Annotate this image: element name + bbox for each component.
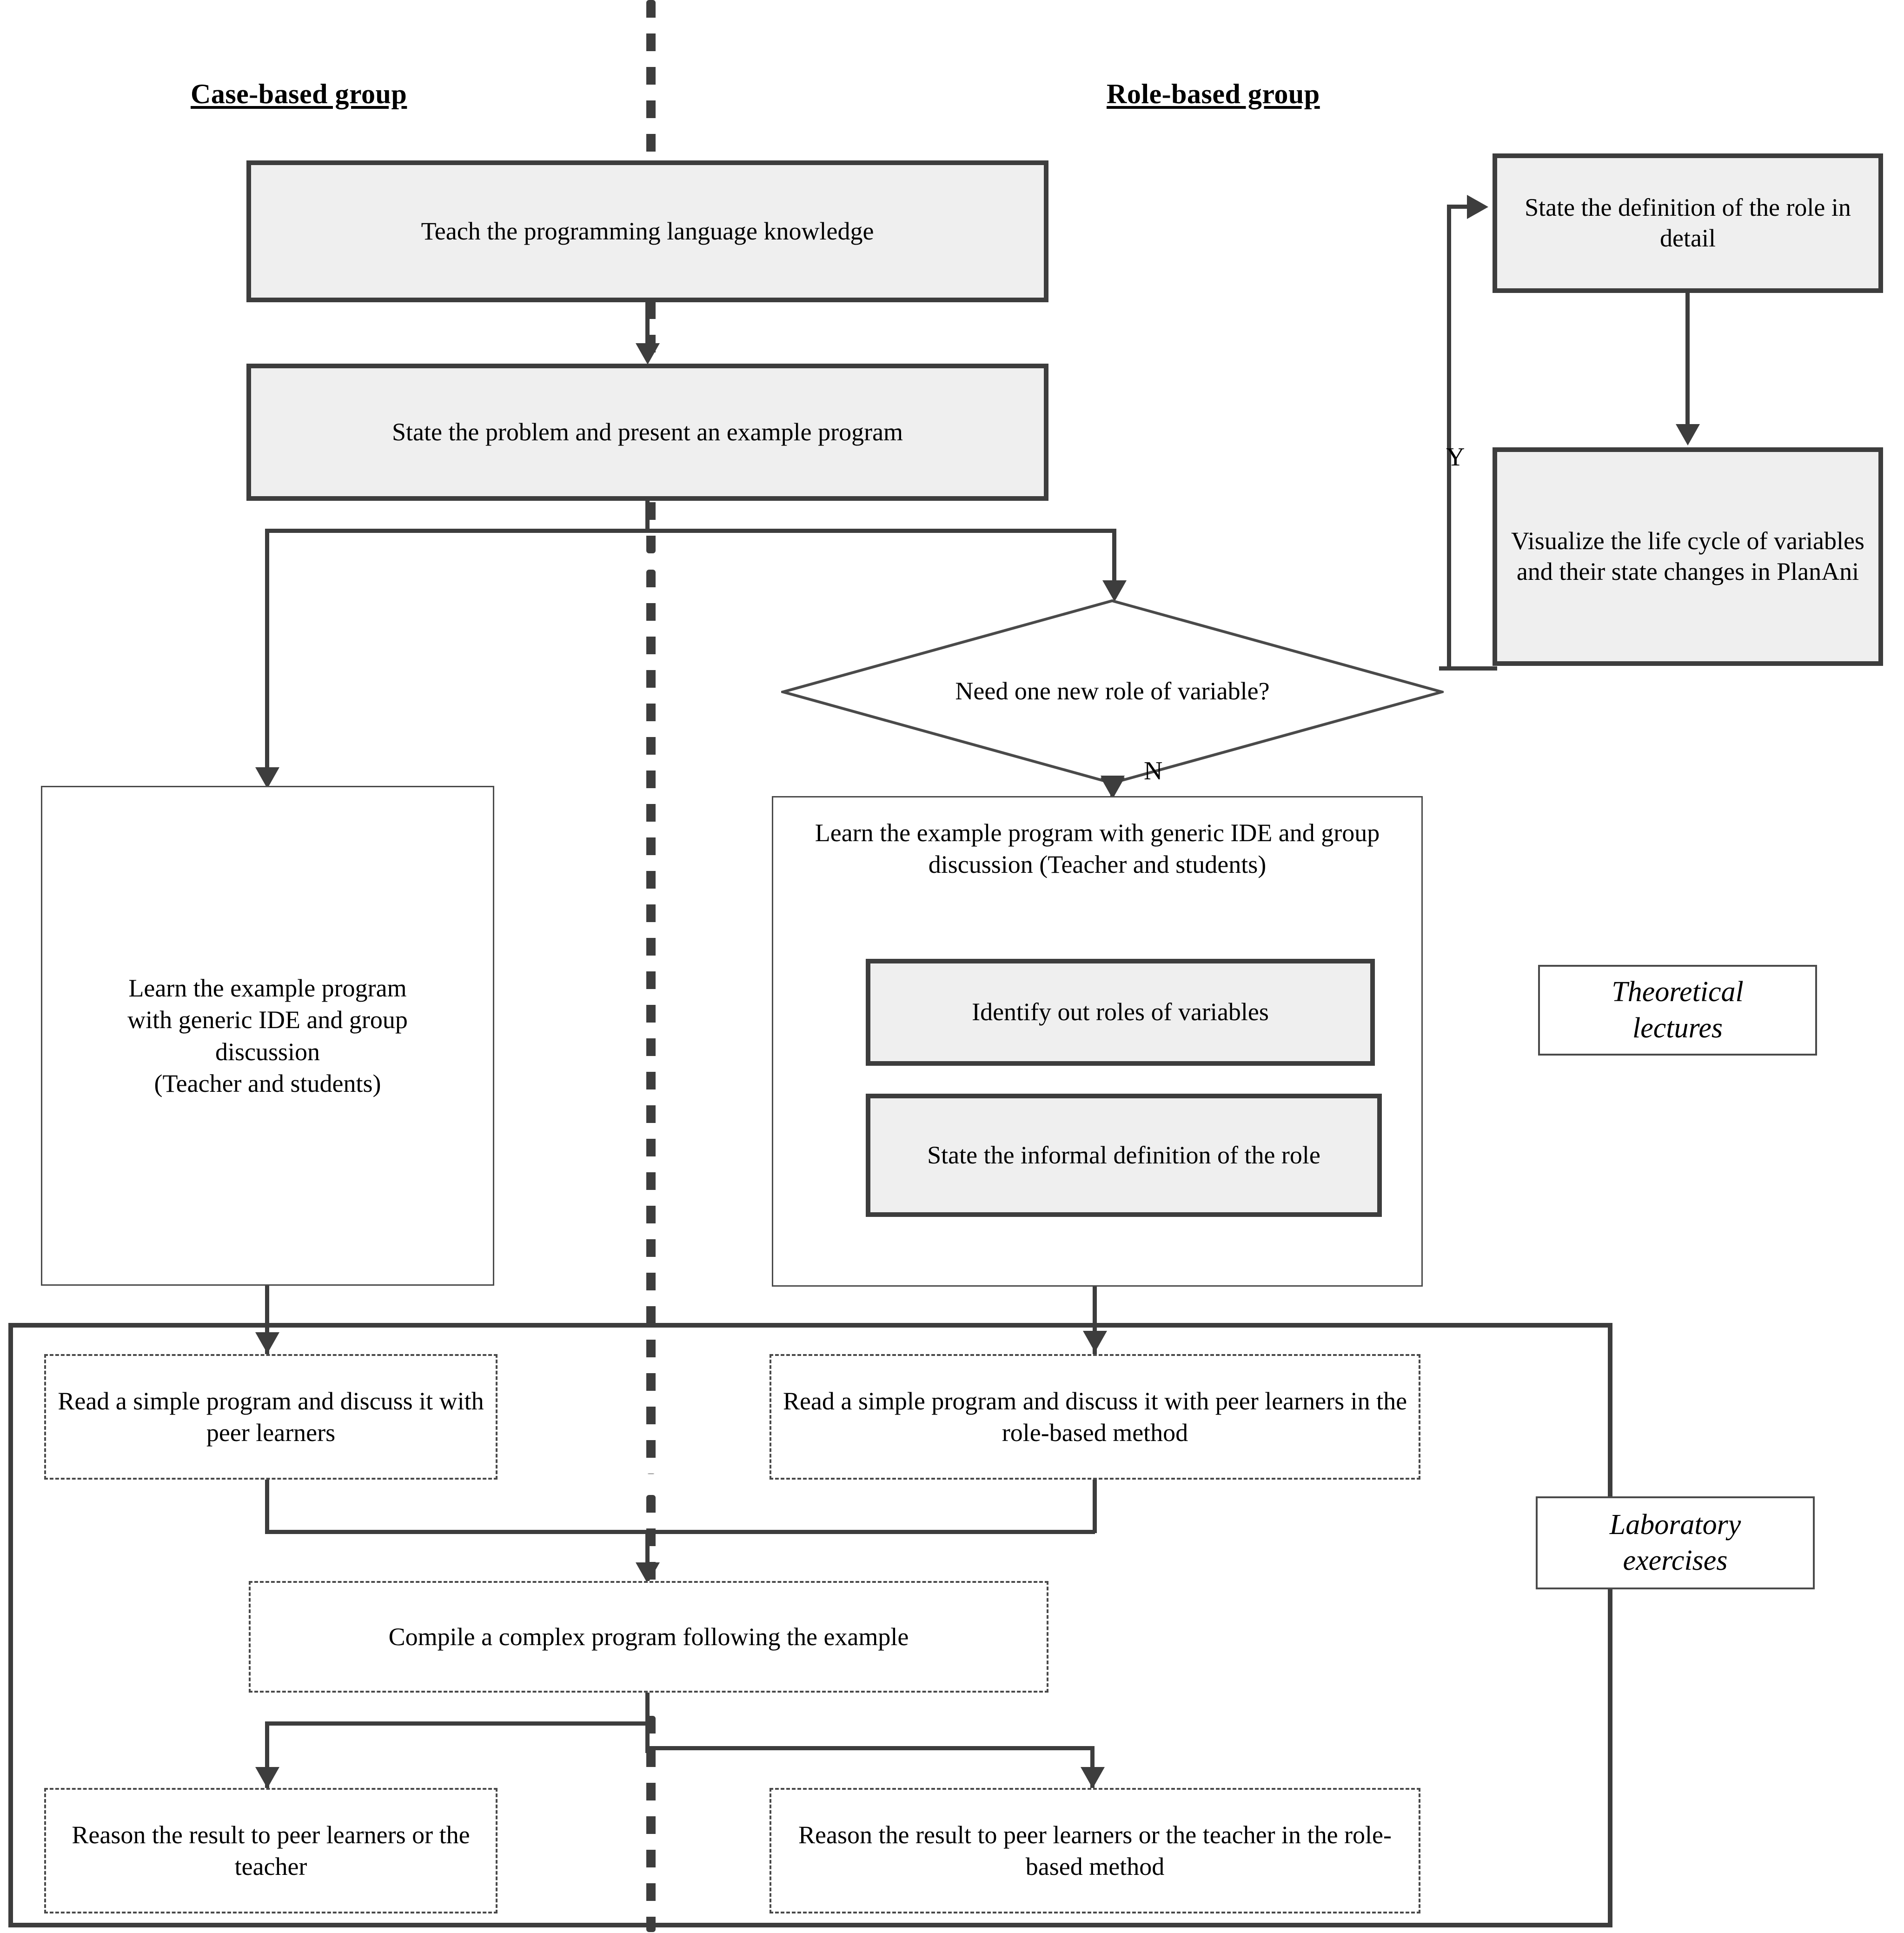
legend-theoretical-line-1: Theoretical (1612, 976, 1744, 1008)
arrowhead-merge-to-compile (636, 1562, 660, 1584)
heading-case-based-group: Case-based group (191, 79, 407, 109)
arrowhead-to-decision (1102, 580, 1127, 602)
node-teach-programming-language[interactable]: Teach the programming language knowledge (246, 160, 1048, 302)
group-divider-bottom (646, 1716, 656, 1932)
node-compile-complex-program[interactable]: Compile a complex program following the … (249, 1581, 1048, 1693)
edge-role-read-down (1093, 1480, 1097, 1533)
legend-theoretical-lectures: Theoretical lectures (1538, 965, 1817, 1056)
node-visualize-life-cycle[interactable]: Visualize the life cycle of variables an… (1493, 447, 1883, 666)
edge-compile-split-left (265, 1721, 649, 1726)
node-identify-roles-of-variables[interactable]: Identify out roles of variables (866, 959, 1375, 1066)
node-case-learn-example-program[interactable]: Learn the example program with generic I… (41, 786, 494, 1286)
arrowhead-definition-to-visualize (1676, 424, 1700, 445)
edge-label-no: N (1144, 757, 1163, 785)
node-case-learn-line-3: discussion (215, 1037, 320, 1066)
node-role-reason-result[interactable]: Reason the result to peer learners or th… (770, 1788, 1420, 1913)
legend-laboratory-line-1: Laboratory (1609, 1508, 1741, 1541)
node-state-role-definition[interactable]: State the definition of the role in deta… (1493, 153, 1883, 293)
edge-teach-to-state-problem (645, 302, 650, 349)
node-role-learn-text: Learn the example program with generic I… (815, 819, 1380, 879)
legend-laboratory-exercises: Laboratory exercises (1536, 1496, 1815, 1589)
node-case-read-simple-program[interactable]: Read a simple program and discuss it wit… (44, 1354, 498, 1480)
edge-read-merge-horizontal (265, 1530, 1095, 1534)
edge-split-right-vertical (1112, 529, 1116, 587)
arrowhead-to-case-learn (255, 767, 279, 789)
legend-theoretical-line-2: lectures (1632, 1012, 1723, 1044)
edge-decision-yes-vertical (1447, 205, 1451, 670)
edge-role-learn-to-read (1093, 1287, 1097, 1354)
heading-role-based-group: Role-based group (1107, 79, 1320, 109)
edge-state-problem-stem (645, 501, 650, 531)
node-state-problem[interactable]: State the problem and present an example… (246, 364, 1048, 501)
arrowhead-teach-to-state-problem (636, 343, 660, 365)
arrowhead-case-learn-to-read (255, 1332, 279, 1354)
edge-compile-to-case-reason (265, 1721, 269, 1791)
edge-case-read-down (265, 1480, 269, 1533)
node-role-read-simple-program[interactable]: Read a simple program and discuss it wit… (770, 1354, 1420, 1480)
node-case-learn-line-4: (Teacher and students) (154, 1069, 381, 1097)
edge-label-yes: Y (1446, 443, 1465, 472)
edge-compile-split-right (645, 1746, 1094, 1750)
edge-merge-to-compile (645, 1530, 650, 1574)
node-informal-definition-of-role[interactable]: State the informal definition of the rol… (866, 1094, 1382, 1217)
edge-split-horizontal (265, 529, 1116, 533)
edge-split-left-vertical (265, 529, 269, 773)
node-case-reason-result[interactable]: Reason the result to peer learners or th… (44, 1788, 498, 1913)
arrowhead-role-learn-to-read (1083, 1331, 1107, 1352)
edge-case-learn-to-read (265, 1286, 269, 1355)
arrowhead-decision-yes (1467, 195, 1488, 219)
edge-definition-to-visualize (1685, 293, 1690, 428)
group-divider-middle (646, 570, 656, 1474)
edge-decision-yes-into-box (1447, 205, 1475, 209)
arrowhead-decision-no-end (1101, 777, 1125, 799)
node-case-learn-line-1: Learn the example program (128, 974, 407, 1003)
arrowhead-compile-to-role-reason (1081, 1767, 1105, 1788)
node-case-learn-line-2: with generic IDE and group (127, 1006, 408, 1034)
laboratory-exercises-frame (8, 1323, 1612, 1927)
node-decision-need-new-role[interactable]: Need one new role of variable? (955, 677, 1270, 705)
arrowhead-compile-to-case-reason (255, 1767, 279, 1788)
legend-laboratory-line-2: exercises (1623, 1545, 1728, 1576)
edge-decision-yes-horizontal (1439, 666, 1497, 671)
